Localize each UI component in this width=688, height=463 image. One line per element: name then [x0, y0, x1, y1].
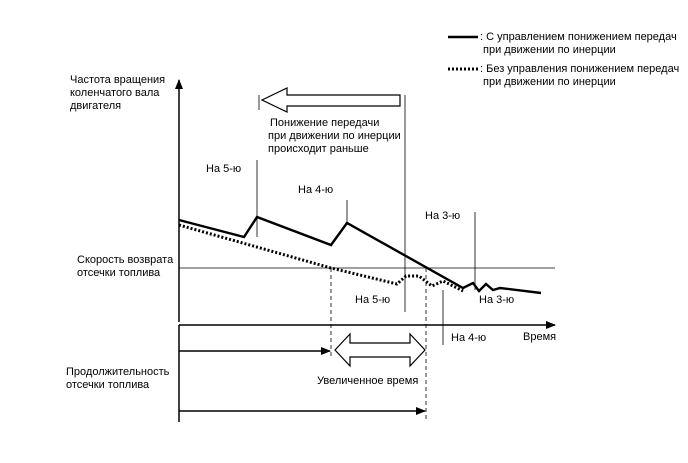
series-without-control: [178, 223, 464, 293]
gear-label-solid-4th: На 4-ю: [298, 184, 333, 196]
gear-label-dotted-3rd: На 3-ю: [479, 294, 514, 306]
early-downshift-note-1: Понижение передачи: [270, 117, 379, 129]
y-axis-label-3: двигателя: [70, 100, 121, 112]
early-downshift-note-3: происходит раньше: [268, 143, 369, 155]
legend-solid-text-1: : С управлением понижением передач: [480, 31, 677, 43]
gear-label-solid-5th: На 5-ю: [206, 163, 241, 175]
y-axis-label-2: коленчатого вала: [70, 87, 160, 99]
fuel-cut-duration-label-1: Продолжительность: [66, 366, 170, 378]
early-downshift-arrow: [260, 87, 401, 113]
legend-solid-text-2: при движении по инерции: [483, 44, 616, 56]
x-axis-label: Время: [523, 331, 556, 343]
fuel-cut-speed-label-2: отсечки топлива: [77, 267, 161, 279]
series-with-control: [178, 215, 542, 295]
legend-dotted-text-1: : Без управления понижением передач: [480, 63, 679, 75]
fuel-cut-duration-label-2: отсечки топлива: [66, 379, 150, 391]
gear-label-dotted-4th: На 4-ю: [451, 332, 486, 344]
fuel-cut-speed-label-1: Скорость возврата: [77, 254, 174, 266]
gear-label-dotted-5th: На 5-ю: [355, 294, 390, 306]
increased-time-label: Увеличенное время: [317, 375, 418, 387]
legend-dotted-text-2: при движении по инерции: [483, 76, 616, 88]
y-axis-label-1: Частота вращения: [70, 74, 165, 86]
early-downshift-note-2: при движении по инерции: [268, 130, 401, 142]
increased-time-arrow: [334, 332, 426, 368]
gear-label-solid-3rd: На 3-ю: [425, 210, 460, 222]
